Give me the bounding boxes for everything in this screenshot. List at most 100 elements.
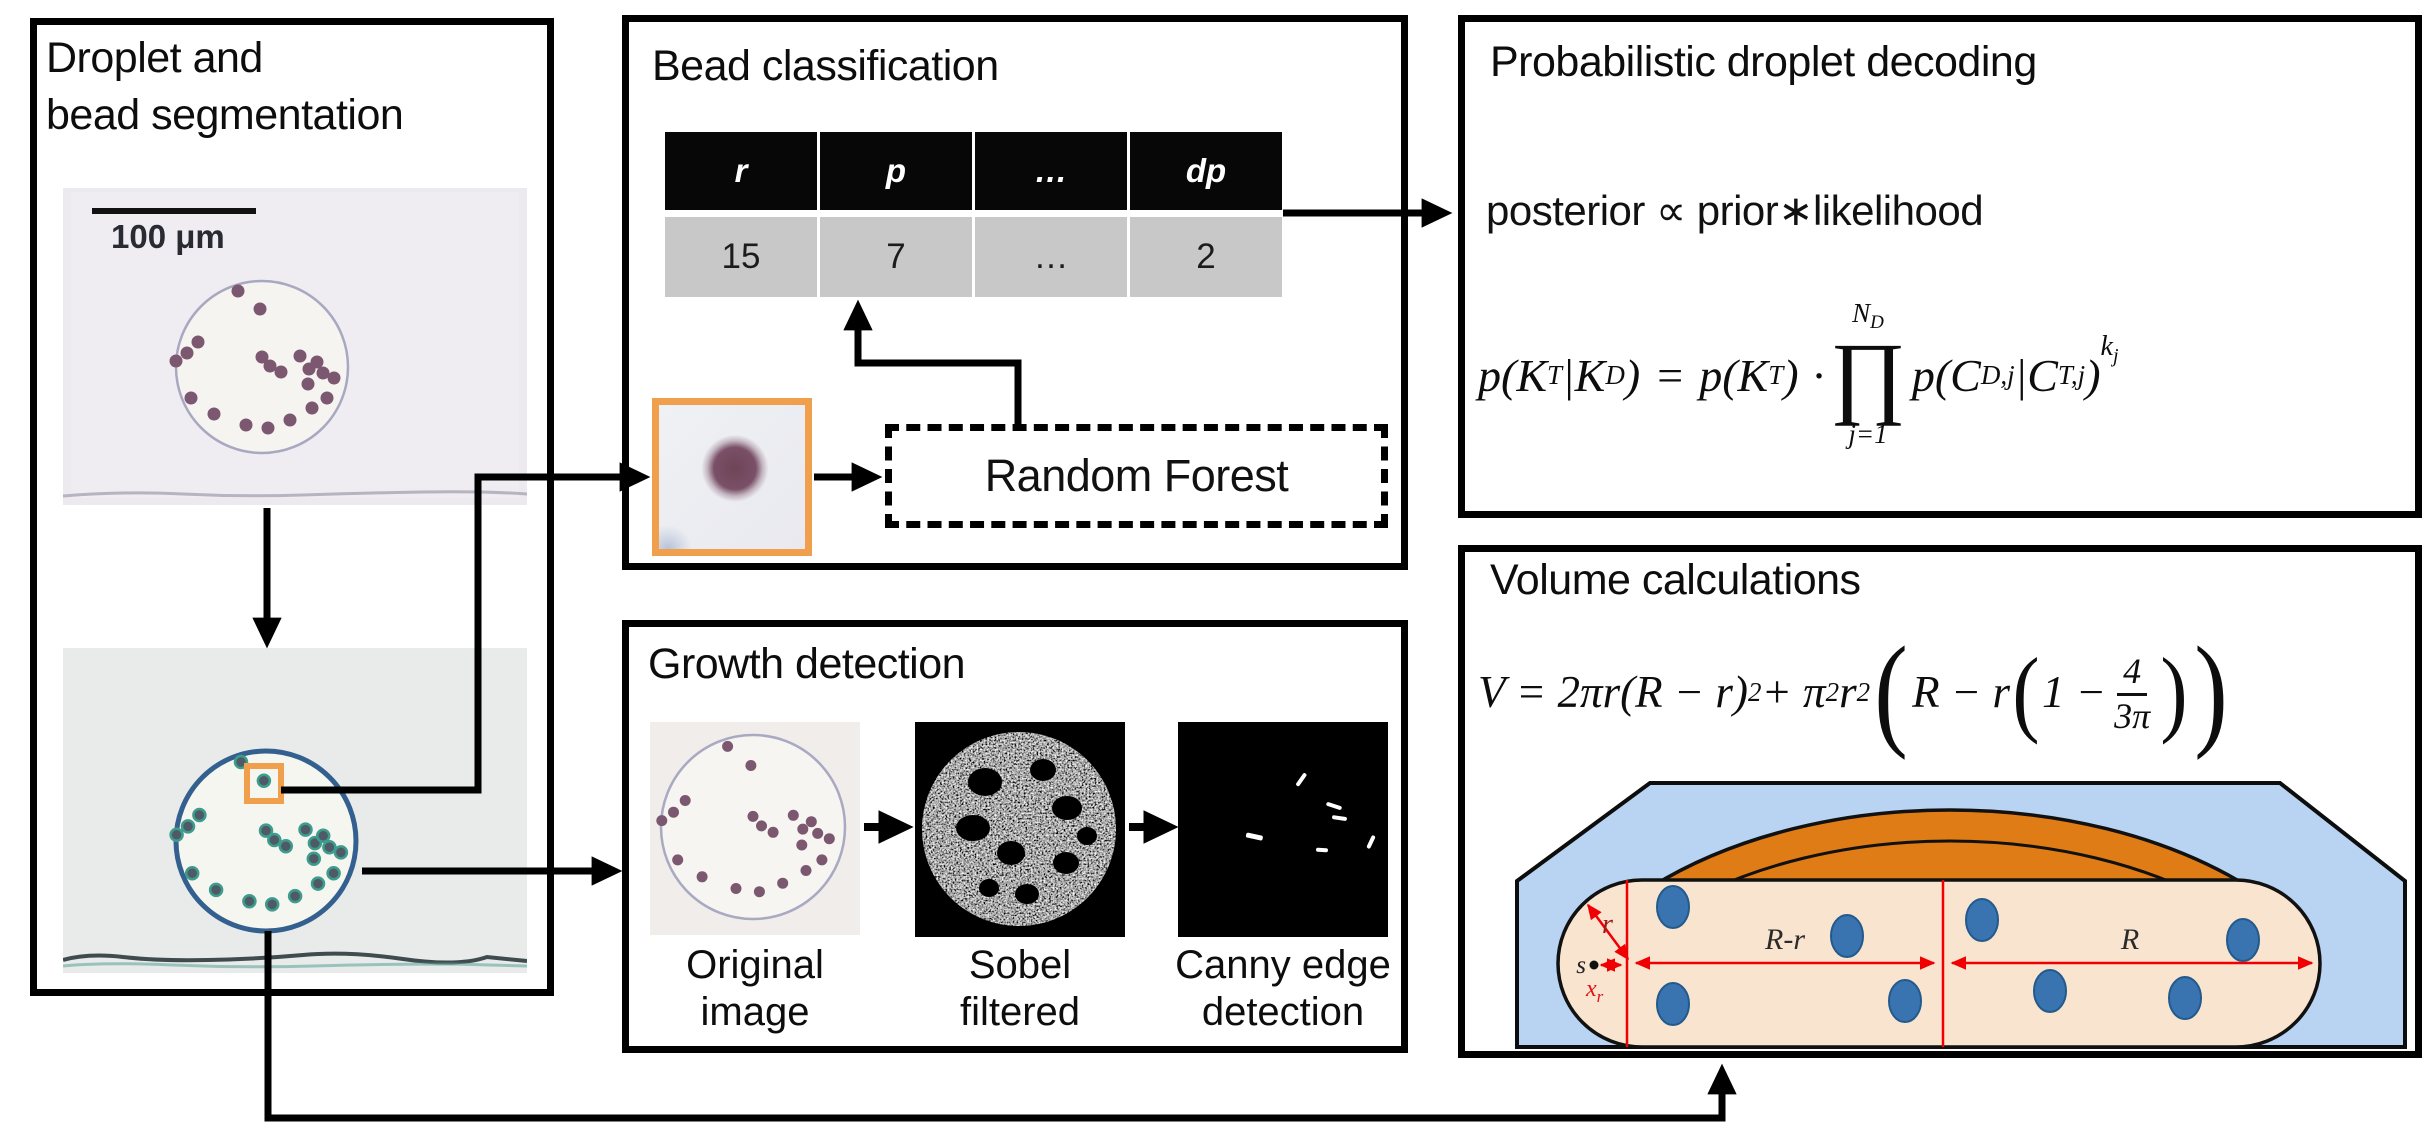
bead-dot [668,806,679,818]
random-forest-box: Random Forest [885,424,1388,528]
table-cell-p: 7 [820,217,972,297]
bead-classification-panel [622,15,1408,570]
table-cell-r: 15 [665,217,817,297]
bead-dot [327,371,341,385]
bead-dot [184,865,200,881]
table-cell-ellipsis: … [975,217,1127,297]
bead-dot [315,828,331,844]
formula-lhs-mid: |K [1562,349,1606,401]
prod-lower: j=1 [1848,418,1888,449]
bead-dot [777,877,789,889]
bead-dot [800,865,812,876]
bead-dot [787,809,799,821]
label-sobel-line1: Sobel [968,943,1072,987]
bead-dot [256,773,272,788]
bead-dot [812,827,824,839]
formula-term-subTj: T,j [2057,359,2086,390]
bead-dot [816,854,828,866]
formula-exp-k: k [2100,330,2113,362]
vol-bigparen-open: ( [1874,622,1908,762]
growth-canny-svg [1178,722,1388,937]
table-cell-dp: 2 [1130,217,1282,297]
canny-bg [1178,722,1388,937]
segmented-droplet-micrograph-svg [63,648,527,973]
growth-sobel-svg [915,722,1125,937]
decoding-title: Probabilistic droplet decoding [1490,38,2037,86]
raw-droplet-micrograph: 100 μm [63,188,527,505]
bead-dot [278,838,294,854]
oil-dome-inner-line [1552,839,2348,1047]
bead-dot [316,366,330,380]
label-xr-x: x [1585,976,1597,1002]
formula-term-subDj: D,j [1980,359,2015,390]
bead-dot [180,819,196,834]
bead-dot [797,823,809,835]
formula-equals: = [1654,349,1686,401]
bead-dot [305,401,319,415]
growth-canny-image [1178,722,1388,937]
label-original-line1: Original [686,943,824,987]
label-sobel: Sobel filtered [890,942,1150,1036]
vol-part3: r [1839,667,1857,717]
bead-dot [267,832,282,848]
decoding-panel [1458,15,2422,518]
bead-dot [264,897,280,912]
formula-rhs-p: p(K [1699,349,1769,401]
bead-dot [208,882,224,898]
bead-dot [261,421,275,435]
segmentation-title: Droplet and bead segmentation [46,30,404,144]
growth-original-image [650,722,860,935]
bead-dot [192,807,207,823]
vol-midparen-open: ( [2012,637,2040,745]
prod-symbol: ∏ [1830,324,1906,427]
bead-dots-segmented [169,754,349,912]
bead-dot [301,377,315,391]
bead-dot [274,365,288,379]
formula-term-mid: |C [2014,349,2058,401]
vol-part4: R − r [1912,667,2010,717]
bead-crop-image [652,398,812,556]
bead-dot [756,820,767,832]
growth-sobel-image [915,722,1125,937]
prod-upper-N: N [1852,298,1871,329]
bead-dot [293,349,307,363]
table-header-p: p [820,132,972,210]
bead-dot [263,359,277,373]
vol-frac-num: 4 [2117,652,2148,696]
bead-dot [310,876,326,891]
growth-original-svg [650,722,860,935]
label-R-minus-r: R-r [1764,923,1805,956]
label-original-line2: image [700,990,810,1034]
bead-dot [322,839,337,855]
bead-dot [696,871,708,883]
growth-droplet-outline [659,733,847,921]
label-canny: Canny edge detection [1153,942,1413,1036]
bead-dots-raw [169,284,341,435]
bead-dot [242,894,257,909]
bead-dot [722,740,734,752]
label-original-image: Original image [625,942,885,1036]
bead-dot [283,413,297,427]
bead-dot [747,810,759,822]
vol-part5: 1 − [2041,667,2107,717]
bead-dot [191,335,205,349]
formula-lhs-p: p(K [1478,349,1547,401]
vol-midparen-close: ) [2160,637,2188,745]
formula-rhs-close: ) [1783,349,1799,401]
bead-dot [306,851,322,866]
label-r: r [1602,909,1613,940]
table-header-dp: dp [1130,132,1282,210]
growth-bead-dots [656,740,835,898]
vol-frac-den: 3π [2114,695,2151,736]
bead-dot [823,833,835,845]
bead-dot [180,346,194,360]
bead-dot [656,815,668,827]
bead-classification-title: Bead classification [652,42,999,90]
random-forest-label: Random Forest [984,450,1289,501]
scale-bar-label: 100 μm [111,218,225,255]
prod-upper-D: D [1870,312,1884,334]
bead-dot [231,284,245,298]
scale-bar [92,208,256,214]
